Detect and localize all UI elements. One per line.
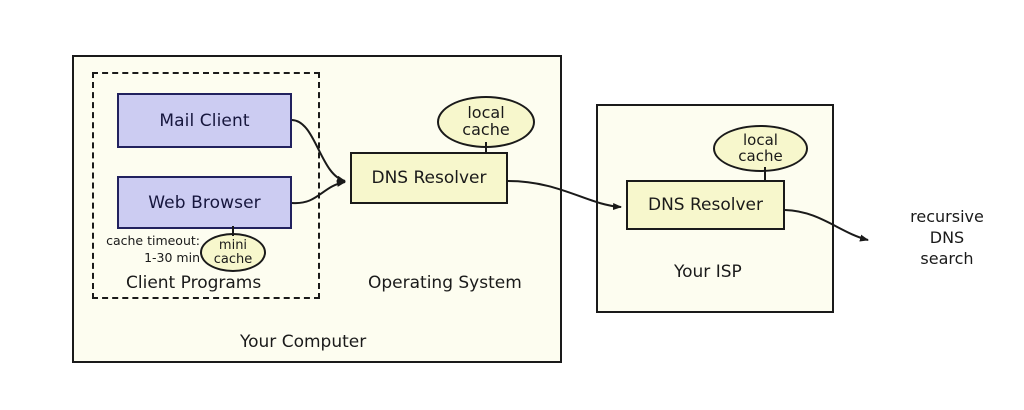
os-local-cache-node: local cache: [437, 96, 535, 148]
mail-client-node: Mail Client: [117, 93, 292, 148]
os-dns-resolver-label: DNS Resolver: [371, 168, 487, 188]
mini-cache-line2: cache: [213, 251, 253, 267]
isp-local-cache-node: local cache: [713, 125, 808, 172]
isp-local-cache-line1: local: [743, 130, 778, 149]
os-dns-resolver-node: DNS Resolver: [350, 152, 508, 204]
your-isp-label: Your ISP: [674, 262, 742, 282]
isp-dns-resolver-label: DNS Resolver: [648, 195, 763, 215]
cache-timeout-line2: 1-30 min: [144, 249, 200, 265]
recursive-line1: recursive: [910, 207, 984, 226]
recursive-line3: search: [920, 249, 974, 269]
client-programs-label: Client Programs: [126, 273, 262, 293]
operating-system-label: Operating System: [368, 273, 522, 293]
os-local-cache-line1: local: [467, 103, 505, 123]
mini-cache-connector: [232, 226, 234, 236]
recursive-dns-search-annotation: recursive DNS search: [892, 206, 1002, 269]
cache-timeout-annotation: cache timeout: 1-30 min: [100, 233, 200, 267]
os-local-cache-line2: cache: [462, 120, 510, 139]
mini-cache-line1: mini: [218, 237, 248, 253]
mini-cache-node: mini cache: [200, 233, 266, 272]
os-cache-connector: [485, 142, 487, 154]
isp-cache-connector: [764, 167, 766, 181]
mail-client-label: Mail Client: [159, 110, 250, 131]
web-browser-label: Web Browser: [148, 192, 261, 213]
isp-dns-resolver-node: DNS Resolver: [626, 180, 785, 230]
web-browser-node: Web Browser: [117, 176, 292, 229]
cache-timeout-line1: cache timeout:: [106, 233, 200, 248]
isp-local-cache-line2: cache: [738, 146, 783, 165]
recursive-line2: DNS: [929, 228, 965, 248]
your-computer-label: Your Computer: [240, 332, 367, 352]
